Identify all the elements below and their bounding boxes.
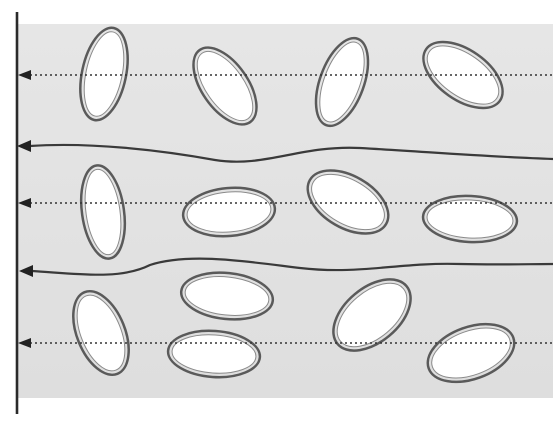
particle-flow-diagram [0, 0, 553, 421]
diagram-stage [0, 0, 553, 421]
